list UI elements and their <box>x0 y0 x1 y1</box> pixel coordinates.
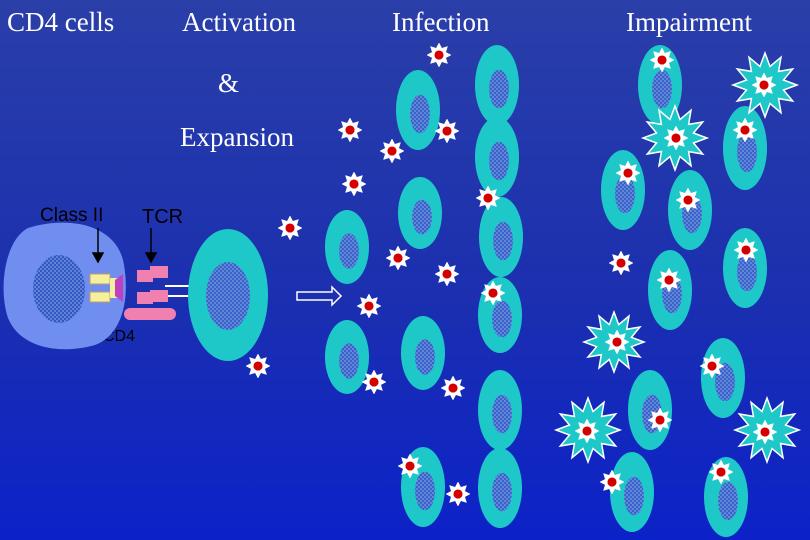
t-cell <box>475 117 519 197</box>
apc-nucleus <box>33 255 85 323</box>
header-infection: Infection <box>392 7 490 37</box>
t-cell <box>638 45 682 125</box>
t-cell <box>723 106 767 190</box>
label-class-ii: Class II <box>40 205 104 226</box>
right-arrow-icon <box>296 285 343 307</box>
header-expansion: Expansion <box>180 122 294 152</box>
t-cell <box>723 228 767 308</box>
t-cell <box>325 320 369 394</box>
star-virus-icon <box>649 47 675 73</box>
star-virus-icon <box>699 353 725 379</box>
activated-t-cell <box>188 229 268 361</box>
header-ampersand: & <box>218 68 240 98</box>
t-cell <box>479 197 523 277</box>
t-cell <box>401 316 445 390</box>
star-virus-icon <box>397 453 423 479</box>
t-cell <box>478 370 522 450</box>
star-virus-icon <box>751 72 777 98</box>
star-virus-icon <box>434 261 460 287</box>
star-virus-icon <box>245 353 271 379</box>
t-cell <box>668 170 712 250</box>
t-cell <box>701 338 745 418</box>
star-virus-icon <box>604 329 630 355</box>
t-cell <box>398 177 442 249</box>
t-cell <box>610 452 654 532</box>
star-virus-icon <box>663 125 689 151</box>
star-virus-icon <box>708 459 734 485</box>
star-virus-icon <box>445 481 471 507</box>
star-virus-icon <box>615 160 641 186</box>
star-virus-icon <box>752 419 778 445</box>
star-virus-icon <box>385 245 411 271</box>
star-virus-icon <box>341 171 367 197</box>
star-virus-icon <box>733 237 759 263</box>
t-cell <box>475 45 519 125</box>
receptor-complex <box>89 266 192 320</box>
star-virus-icon <box>675 187 701 213</box>
star-virus-icon <box>426 42 452 68</box>
label-arrows <box>91 228 158 264</box>
t-cell-population <box>325 45 767 537</box>
header-cd4-cells: CD4 cells <box>7 7 115 37</box>
label-tcr: TCR <box>142 206 184 228</box>
star-virus-icon <box>361 369 387 395</box>
star-virus-icon <box>337 117 363 143</box>
star-virus-icon <box>480 280 506 306</box>
star-virus-icon <box>356 293 382 319</box>
t-cell <box>628 370 672 450</box>
star-virus-icon <box>574 418 600 444</box>
star-virus-icon <box>732 117 758 143</box>
star-virus-icon <box>608 250 634 276</box>
star-virus-icon <box>379 138 405 164</box>
t-cell <box>601 150 645 230</box>
virion-population <box>245 42 778 507</box>
antigen-presenting-cell <box>3 222 126 350</box>
header-activation: Activation <box>182 7 296 37</box>
star-virus-icon <box>434 118 460 144</box>
star-virus-icon <box>277 215 303 241</box>
t-cell <box>396 70 440 150</box>
star-virus-icon <box>647 407 673 433</box>
cd4-receptor <box>124 308 176 320</box>
star-virus-icon <box>475 185 501 211</box>
t-cell <box>478 448 522 528</box>
header-impairment: Impairment <box>626 7 752 37</box>
star-virus-icon <box>656 267 682 293</box>
star-virus-icon <box>440 375 466 401</box>
t-cell <box>325 210 369 284</box>
star-virus-icon <box>599 469 625 495</box>
